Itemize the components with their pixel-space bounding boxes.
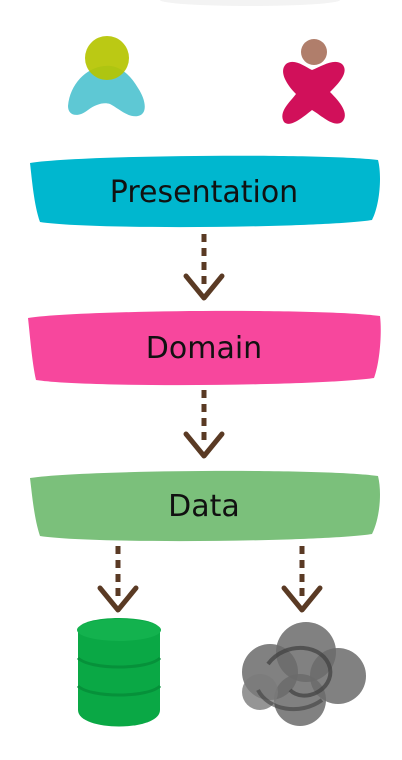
cloud-swirl <box>266 646 333 698</box>
layer-presentation: Presentation <box>30 155 380 228</box>
layer-domain-shape <box>28 310 381 386</box>
layer-presentation-label: Presentation <box>110 175 298 210</box>
database-top <box>77 619 161 641</box>
database-icon <box>76 618 162 727</box>
user-right-head <box>301 39 327 65</box>
arrow-presentation-to-domain <box>183 234 225 301</box>
layer-data: Data <box>30 470 380 542</box>
arrow-data-to-cloud <box>281 546 323 613</box>
database-ring <box>76 656 162 669</box>
user-right-icon <box>282 39 345 124</box>
layer-domain-label: Domain <box>146 331 262 366</box>
layer-data-label: Data <box>168 489 240 524</box>
user-left-icon <box>68 36 145 117</box>
database-ring <box>76 684 162 697</box>
layer-presentation-shape <box>30 155 380 228</box>
layer-data-shape <box>30 470 380 542</box>
cloud-puff <box>274 674 326 726</box>
arrow-data-to-database <box>97 546 139 613</box>
top-shadow <box>160 0 340 6</box>
database-body <box>78 618 160 727</box>
user-left-head <box>85 36 129 80</box>
layer-domain: Domain <box>28 310 381 386</box>
arrow-head <box>281 585 323 613</box>
user-right-body <box>282 61 345 124</box>
arrow-domain-to-data <box>183 390 225 459</box>
arrow-head <box>183 273 225 301</box>
cloud-icon <box>242 622 366 726</box>
cloud-swirl <box>256 688 324 712</box>
arrow-head <box>183 431 225 459</box>
arrow-head <box>97 585 139 613</box>
user-left-body <box>68 65 145 117</box>
